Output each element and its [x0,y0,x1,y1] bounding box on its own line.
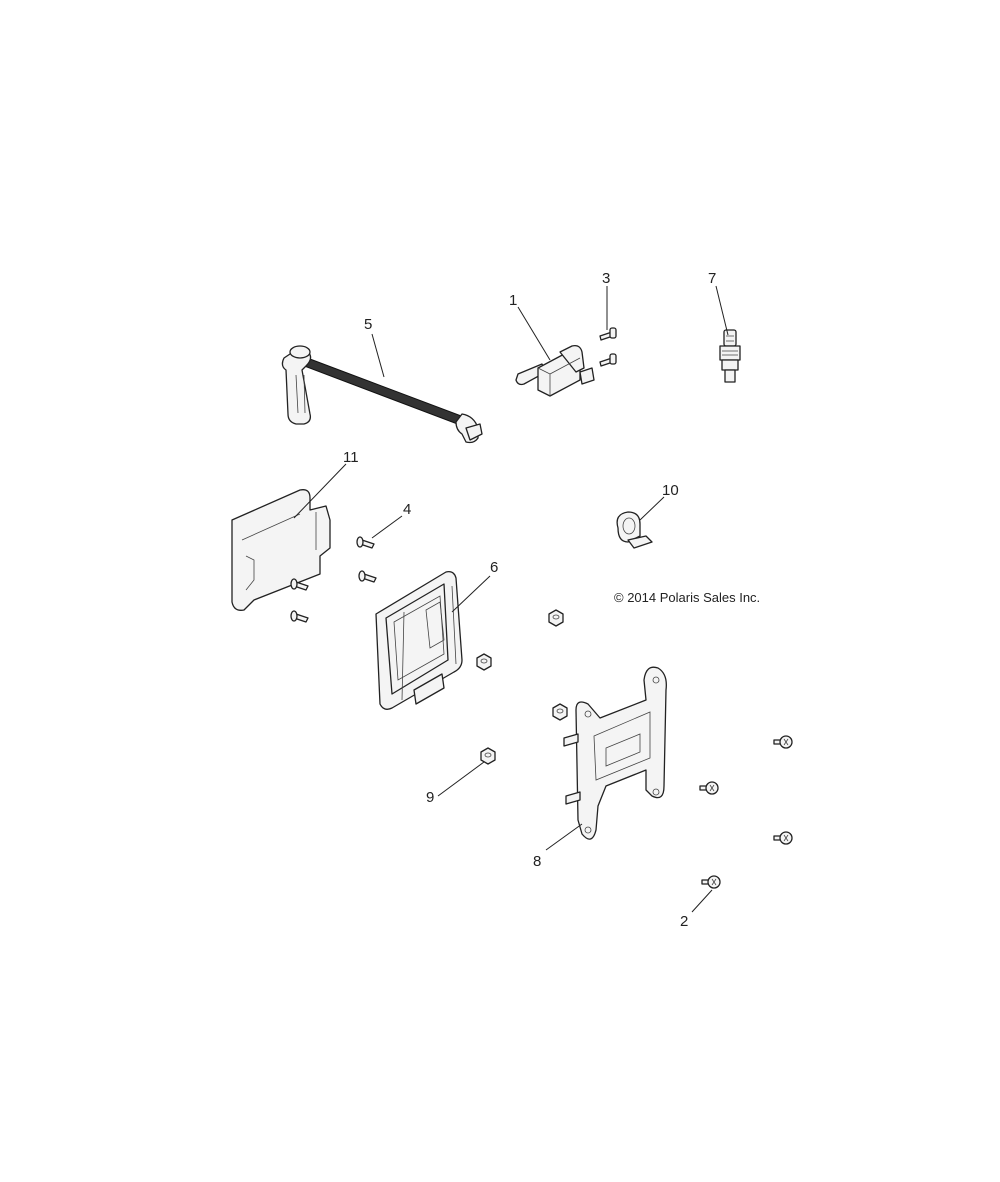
leader-8 [545,823,583,851]
callout-2: 2 [680,913,688,930]
callout-9: 9 [426,789,434,806]
part-10-clamp[interactable] [616,511,653,549]
callout-3: 3 [602,270,610,287]
leader-9 [437,761,485,797]
callout-5: 5 [364,316,372,333]
part-11-bracket[interactable] [231,489,331,611]
leader-7 [715,285,729,336]
leader-10 [639,496,665,521]
leader-5 [371,333,385,378]
part-6-ecu-module[interactable] [375,570,463,710]
part-8-mounting-plate[interactable] [563,666,667,840]
leader-4 [371,515,403,539]
leader-11 [293,463,347,519]
callout-4: 4 [403,501,411,518]
part-3-coil-bolts[interactable] [599,327,617,367]
callout-6: 6 [490,559,498,576]
part-2-flange-screws[interactable] [699,735,793,889]
leader-2 [691,889,713,913]
callout-1: 1 [509,292,517,309]
callout-10: 10 [662,482,679,499]
leader-1 [517,306,551,361]
callout-7: 7 [708,270,716,287]
callout-11: 11 [343,449,359,466]
leader-6 [451,575,491,613]
part-1-ignition-coil[interactable] [515,344,595,397]
copyright-text: © 2014 Polaris Sales Inc. [614,590,760,605]
callout-8: 8 [533,853,541,870]
part-7-spark-plug[interactable] [719,329,741,383]
part-4-screws[interactable] [290,536,377,623]
part-9-nuts[interactable] [476,609,568,765]
part-5-spark-plug-wire[interactable] [281,345,483,444]
